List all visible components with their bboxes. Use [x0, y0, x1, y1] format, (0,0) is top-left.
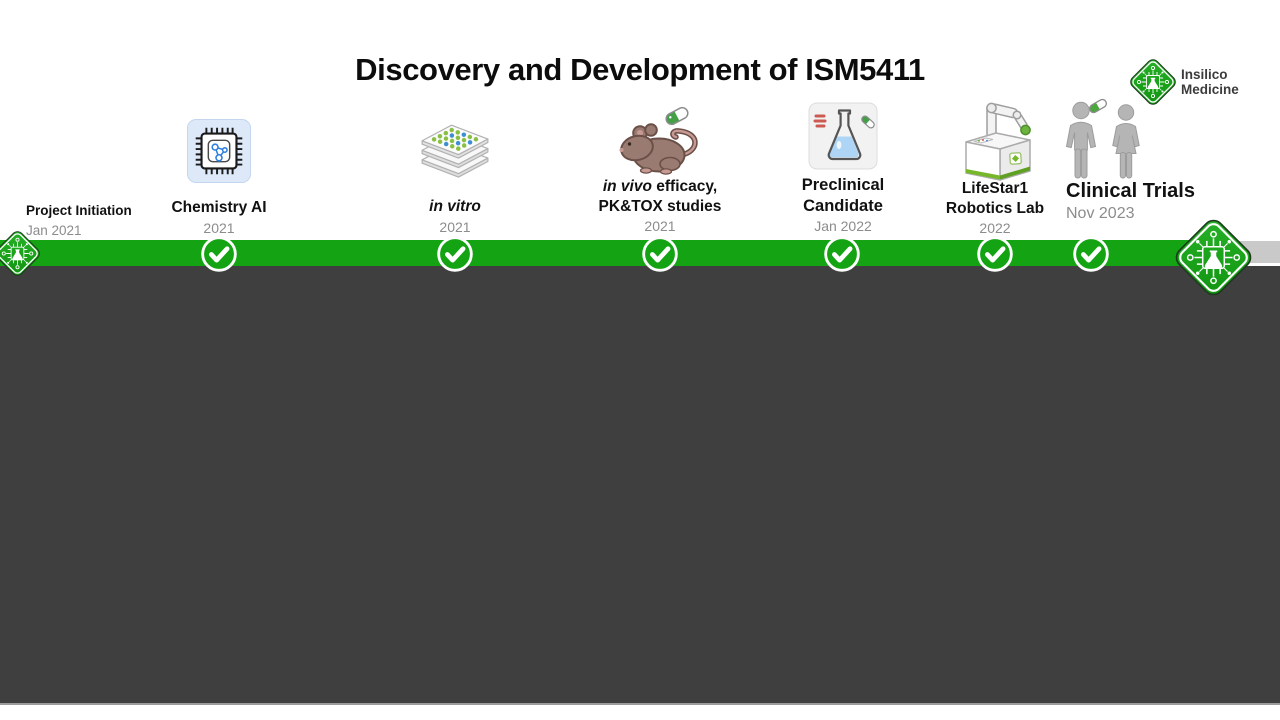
microplates-icon: [421, 124, 489, 178]
milestone-title: in vitro: [429, 198, 481, 215]
milestone-project-initiation: Project Initiation Jan 2021: [26, 201, 176, 238]
milestone-date: Nov 2023: [1066, 204, 1135, 222]
check-icon: [823, 235, 861, 273]
milestone-title: Chemistry AI: [171, 199, 267, 216]
flask-icon: [808, 102, 878, 170]
milestone-clinical-trials: Clinical Trials Nov 2023: [1066, 180, 1246, 223]
brand-logo: Insilico Medicine: [1128, 57, 1239, 107]
people-icon: [1065, 98, 1140, 179]
brand-name-line1: Insilico: [1181, 67, 1228, 82]
milestone-date: Jan 2022: [814, 218, 872, 234]
check-icon: [641, 235, 679, 273]
check-icon: [976, 235, 1014, 273]
milestone-lifestar1: LifeStar1 Robotics Lab 2022: [910, 179, 1080, 236]
milestone-date: 2021: [644, 218, 676, 234]
milestone-in-vivo: in vivo efficacy, PK&TOX studies 2021: [568, 177, 752, 234]
milestone-date: 2022: [979, 220, 1011, 236]
milestone-title: LifeStar1: [961, 180, 1029, 197]
milestone-in-vitro: in vitro 2021: [375, 197, 535, 235]
check-icon: [1072, 235, 1110, 273]
timeline-completed-bar: [0, 240, 1234, 266]
bottom-divider: [0, 703, 1280, 705]
milestone-title: Clinical Trials: [1066, 180, 1195, 202]
milestone-preclinical-candidate: Preclinical Candidate Jan 2022: [763, 175, 923, 234]
milestone-date: 2021: [203, 219, 235, 236]
robot-arm-icon: [965, 102, 1031, 181]
brand-name: Insilico Medicine: [1181, 67, 1239, 97]
milestone-title: Project Initiation: [26, 203, 132, 218]
milestone-title: Preclinical: [801, 176, 885, 194]
milestone-title-line2: PK&TOX studies: [598, 197, 722, 215]
milestone-title: in vivo efficacy,: [568, 177, 752, 197]
milestone-title-italic: in vivo: [602, 178, 652, 195]
milestone-title-rest: efficacy,: [651, 178, 718, 195]
dark-background-panel: [0, 266, 1280, 703]
page-title: Discovery and Development of ISM5411: [355, 52, 925, 87]
insilico-diamond-icon: [1172, 216, 1255, 299]
insilico-diamond-icon: [0, 229, 42, 278]
milestone-title-line2: Candidate: [803, 196, 883, 215]
check-icon: [200, 235, 238, 273]
milestone-chemistry-ai: Chemistry AI 2021: [139, 198, 299, 236]
brand-name-line2: Medicine: [1181, 82, 1239, 97]
ai-chip-icon: [186, 118, 252, 184]
check-icon: [436, 235, 474, 273]
mouse-icon: [619, 106, 698, 175]
milestone-date: 2021: [439, 218, 471, 235]
milestone-title-line2: Robotics Lab: [945, 199, 1045, 217]
milestone-date: Jan 2021: [26, 222, 82, 238]
